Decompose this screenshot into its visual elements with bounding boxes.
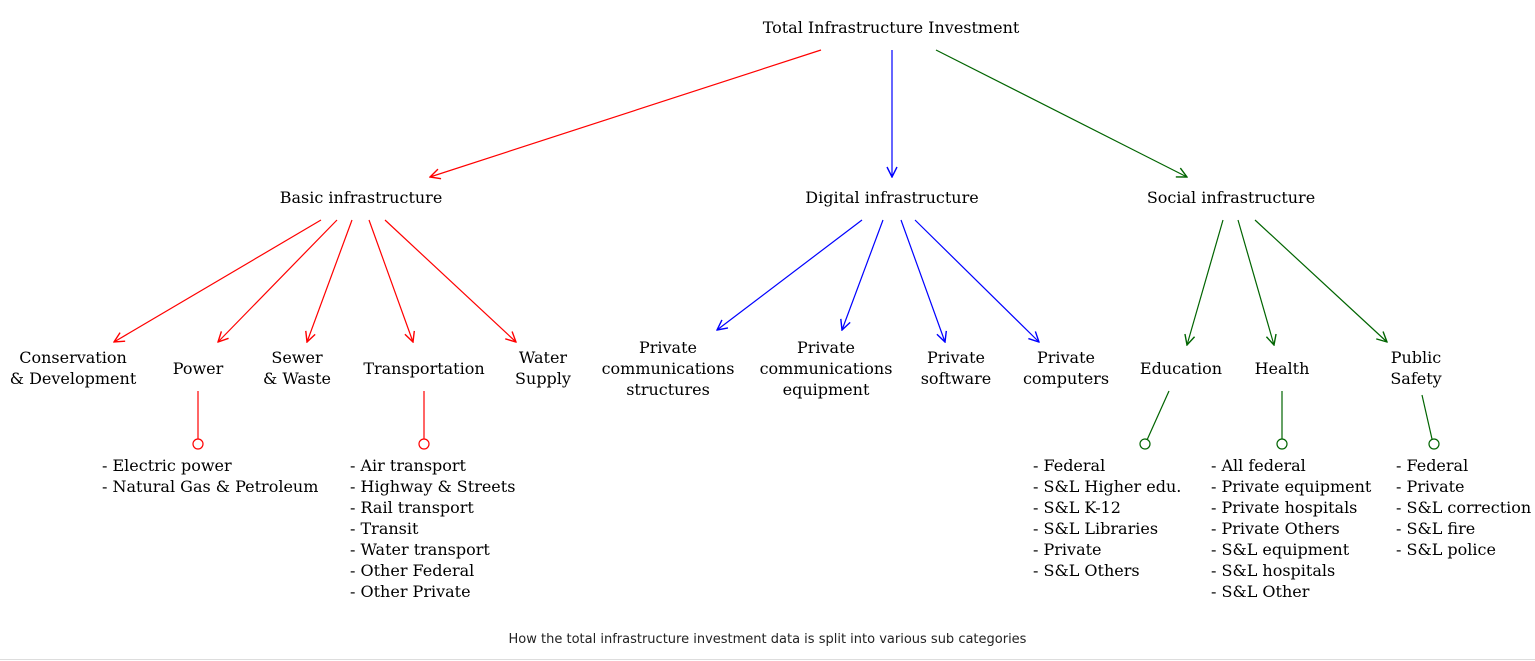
category-basic-label: Basic infrastructure	[280, 188, 443, 207]
edge-root-basic	[430, 49, 822, 177]
connector-circle-icon	[1276, 438, 1288, 450]
edge-root-social	[935, 49, 1187, 177]
detail-list-transportation: - Air transport - Highway & Streets - Ra…	[350, 456, 515, 601]
svg-text:Private: Private	[639, 338, 697, 357]
detail-list-education: - Federal - S&L Higher edu. - S&L K-12 -…	[1033, 456, 1181, 580]
detail-list-power: - Electric power - Natural Gas & Petrole…	[102, 456, 318, 496]
edge-social-education	[1187, 219, 1224, 345]
svg-text:- S&L correction: - S&L correction	[1396, 498, 1531, 517]
edge-social-safety	[1254, 219, 1387, 342]
svg-text:- Highway & Streets: - Highway & Streets	[350, 477, 515, 496]
category-digital-label: Digital infrastructure	[805, 188, 978, 207]
svg-text:Health: Health	[1255, 359, 1310, 378]
edge-digital-comm-equipment	[842, 219, 884, 330]
detail-list-health: - All federal - Private equipment - Priv…	[1211, 456, 1372, 601]
detail-list-safety: - Federal - Private - S&L correction - S…	[1396, 456, 1531, 559]
svg-text:- S&L K-12: - S&L K-12	[1033, 498, 1121, 517]
svg-text:- All federal: - All federal	[1211, 456, 1306, 475]
bottom-divider	[0, 659, 1535, 660]
svg-text:- Other Private: - Other Private	[350, 582, 471, 601]
subcategory-conservation: Conservation & Development	[10, 348, 137, 388]
svg-text:Private: Private	[797, 338, 855, 357]
svg-text:- S&L Others: - S&L Others	[1033, 561, 1140, 580]
svg-text:communications: communications	[760, 359, 893, 378]
edge-digital-software	[900, 219, 945, 342]
svg-text:equipment: equipment	[783, 380, 870, 399]
edge-social-health	[1237, 219, 1274, 345]
subcategory-computers: Private computers	[1023, 348, 1109, 388]
edge-digital-comm-structures	[717, 219, 863, 330]
subcategory-power: Power	[173, 359, 224, 378]
connector-circle-icon	[192, 438, 204, 450]
subcategory-comm-equipment: Private communications equipment	[760, 338, 893, 399]
edge-basic-sewer	[307, 219, 353, 342]
detail-connector-power	[192, 391, 204, 450]
edge-basic-power	[218, 219, 338, 342]
svg-text:- Private: - Private	[1396, 477, 1465, 496]
svg-text:- Electric power: - Electric power	[102, 456, 232, 475]
svg-text:- Private: - Private	[1033, 540, 1102, 559]
detail-connector-education	[1139, 390, 1170, 450]
detail-connector-safety	[1421, 394, 1440, 450]
svg-text:Sewer: Sewer	[271, 348, 323, 367]
subcategory-comm-structures: Private communications structures	[602, 338, 735, 399]
svg-text:- S&L Higher edu.: - S&L Higher edu.	[1033, 477, 1181, 496]
svg-text:- S&L equipment: - S&L equipment	[1211, 540, 1350, 559]
subcategory-health: Health	[1255, 359, 1310, 378]
svg-text:& Waste: & Waste	[263, 369, 331, 388]
svg-text:- S&L police: - S&L police	[1396, 540, 1496, 559]
detail-connector-health	[1276, 391, 1288, 450]
category-social-label: Social infrastructure	[1147, 188, 1315, 207]
svg-text:communications: communications	[602, 359, 735, 378]
svg-text:Private: Private	[1037, 348, 1095, 367]
subcategory-water: Water Supply	[515, 348, 571, 388]
svg-text:Conservation: Conservation	[19, 348, 127, 367]
svg-text:Transportation: Transportation	[363, 359, 484, 378]
svg-text:Private: Private	[927, 348, 985, 367]
detail-connector-transportation	[418, 391, 430, 450]
svg-text:Supply: Supply	[515, 369, 571, 388]
svg-text:structures: structures	[626, 380, 710, 399]
svg-text:- S&L Libraries: - S&L Libraries	[1033, 519, 1158, 538]
svg-text:- Transit: - Transit	[350, 519, 419, 538]
subcategory-sewer: Sewer & Waste	[263, 348, 331, 388]
svg-text:- Federal: - Federal	[1033, 456, 1105, 475]
svg-text:Water: Water	[519, 348, 567, 367]
connector-circle-icon	[1139, 438, 1151, 450]
svg-text:software: software	[921, 369, 992, 388]
edge-basic-transportation	[368, 219, 413, 342]
svg-text:Education: Education	[1140, 359, 1222, 378]
svg-text:- S&L fire: - S&L fire	[1396, 519, 1475, 538]
svg-text:- Water transport: - Water transport	[350, 540, 490, 559]
svg-text:Safety: Safety	[1390, 369, 1441, 388]
svg-text:- Other Federal: - Other Federal	[350, 561, 474, 580]
connector-circle-icon	[418, 438, 430, 450]
svg-text:Public: Public	[1391, 348, 1442, 367]
svg-text:& Development: & Development	[10, 369, 137, 388]
edge-digital-computers	[914, 219, 1039, 342]
svg-text:- S&L Other: - S&L Other	[1211, 582, 1310, 601]
svg-text:- Rail transport: - Rail transport	[350, 498, 474, 517]
svg-text:computers: computers	[1023, 369, 1109, 388]
subcategory-safety: Public Safety	[1390, 348, 1441, 388]
subcategory-software: Private software	[921, 348, 992, 388]
svg-text:- Natural Gas & Petroleum: - Natural Gas & Petroleum	[102, 477, 318, 496]
svg-text:- Air transport: - Air transport	[350, 456, 467, 475]
subcategory-education: Education	[1140, 359, 1222, 378]
connector-circle-icon	[1428, 438, 1440, 450]
svg-text:Power: Power	[173, 359, 224, 378]
svg-text:- S&L hospitals: - S&L hospitals	[1211, 561, 1335, 580]
edge-basic-water	[384, 219, 516, 342]
edge-basic-conservation	[114, 219, 322, 342]
root-node-label: Total Infrastructure Investment	[763, 18, 1020, 37]
svg-text:- Private Others: - Private Others	[1211, 519, 1340, 538]
svg-text:- Private equipment: - Private equipment	[1211, 477, 1372, 496]
svg-text:- Federal: - Federal	[1396, 456, 1468, 475]
subcategory-transportation: Transportation	[363, 359, 484, 378]
figure-caption: How the total infrastructure investment …	[508, 632, 1027, 647]
svg-text:- Private hospitals: - Private hospitals	[1211, 498, 1357, 517]
